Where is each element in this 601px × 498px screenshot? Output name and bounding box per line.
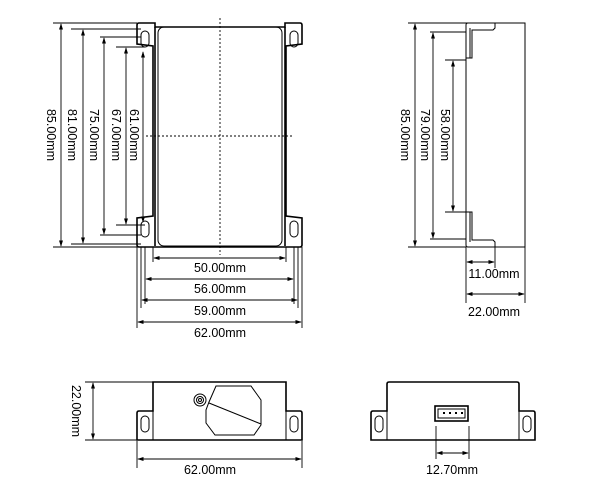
dim-label-56: 56.00mm xyxy=(194,282,246,296)
dim-label-67: 67.00mm xyxy=(109,109,123,161)
mount-slot xyxy=(289,415,299,433)
side-outline xyxy=(465,22,526,248)
mount-slot xyxy=(140,220,150,238)
front-outline xyxy=(136,22,303,248)
dim-label-59: 59.00mm xyxy=(194,304,246,318)
dim-label-50: 50.00mm xyxy=(194,261,246,275)
connector-pitch-label: 12.70mm xyxy=(426,463,478,477)
cable-window xyxy=(205,385,262,436)
mount-slot xyxy=(522,415,532,433)
dim-label-75: 75.00mm xyxy=(87,109,101,161)
mount-slot xyxy=(289,30,299,48)
end-height-label: 22.00mm xyxy=(69,385,83,437)
side-view: 85.00mm 79.00mm 58.00mm 11.00mm 22.00mm xyxy=(398,22,526,319)
dim-label-85: 85.00mm xyxy=(44,109,58,161)
dim-label-61: 61.00mm xyxy=(127,109,141,161)
side-dim-label-79: 79.00mm xyxy=(418,109,432,161)
bottom-right-view: 12.70mm xyxy=(370,381,536,477)
front-view: 85.00mm 81.00mm 75.00mm 67.00mm 61.00mm … xyxy=(44,18,303,340)
side-dim-label-22: 22.00mm xyxy=(468,305,520,319)
mount-slot xyxy=(140,415,150,433)
end-view-outline xyxy=(136,381,303,441)
side-dim-label-85: 85.00mm xyxy=(398,109,412,161)
dim-label-81: 81.00mm xyxy=(65,109,79,161)
side-dim-label-58: 58.00mm xyxy=(438,109,452,161)
mount-slot xyxy=(289,220,299,238)
bottom-left-view: 22.00mm 62.00mm xyxy=(69,381,303,477)
connector-icon xyxy=(434,405,469,422)
led-icon xyxy=(193,393,207,407)
connector-end-outline xyxy=(370,381,536,441)
mount-slot xyxy=(374,415,384,433)
end-width-label: 62.00mm xyxy=(184,463,236,477)
dim-label-62: 62.00mm xyxy=(194,326,246,340)
side-dim-label-11: 11.00mm xyxy=(468,267,519,281)
